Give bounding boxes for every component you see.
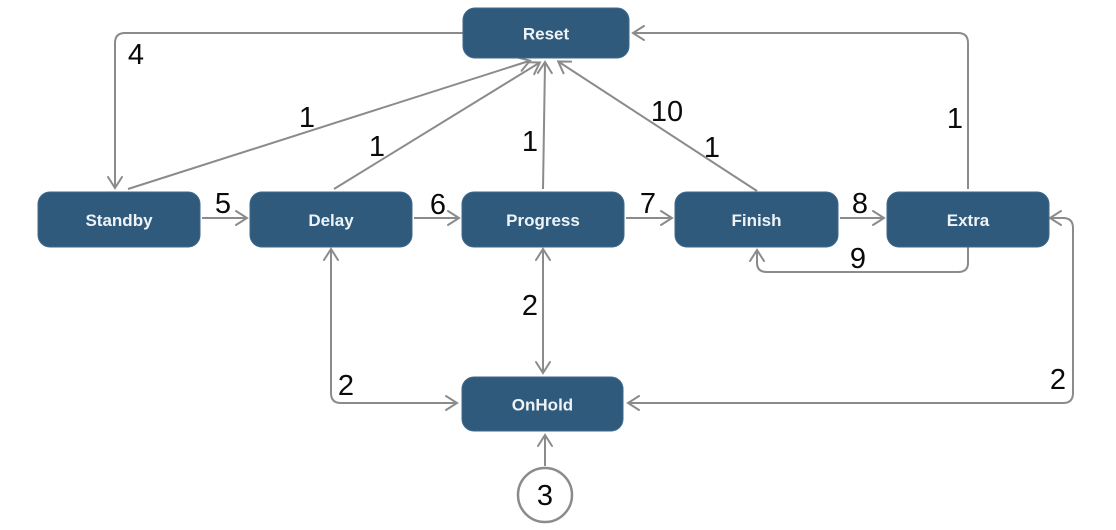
- edge-label-standby-to-delay: 5: [215, 188, 231, 220]
- edge-label-finish-to-reset: 1: [704, 132, 720, 164]
- edge-standby-to-reset: [127, 56, 532, 190]
- edge-delay-to-reset: [333, 61, 542, 190]
- edge-reset-to-standby: [107, 32, 463, 190]
- state-node-delay: Delay: [249, 191, 413, 248]
- edge-delay-onhold-bidirectional: [323, 247, 459, 411]
- state-node-rect-standby: [37, 191, 201, 248]
- edge-label-finish-to-reset: 10: [651, 96, 683, 128]
- state-node-rect-delay: [249, 191, 413, 248]
- state-node-label-progress: Progress: [506, 211, 580, 230]
- edge-label-extra-onhold-bidirectional: 2: [1050, 364, 1066, 396]
- state-node-label-delay: Delay: [308, 211, 354, 230]
- edge-label-standby-to-reset: 1: [299, 102, 315, 134]
- edge-label-delay-to-progress: 6: [430, 189, 446, 221]
- state-node-label-onhold: OnHold: [512, 396, 573, 415]
- state-node-label-finish: Finish: [731, 211, 781, 230]
- state-node-rect-onhold: [461, 376, 624, 432]
- state-node-label-standby: Standby: [85, 211, 153, 230]
- edge-label-finish-to-extra: 8: [852, 188, 868, 220]
- state-node-reset: Reset: [462, 7, 630, 59]
- state-node-rect-finish: [674, 191, 839, 248]
- edge-label-extra-to-reset: 1: [947, 103, 963, 135]
- state-node-rect-reset: [462, 7, 630, 59]
- edge-label-delay-to-reset: 1: [369, 131, 385, 163]
- start-state-circle: [516, 466, 574, 524]
- state-node-rect-progress: [461, 191, 625, 248]
- edge-label-progress-onhold-bidirectional: 2: [522, 290, 538, 322]
- edge-label-progress-to-finish: 7: [640, 188, 656, 220]
- state-node-standby: Standby: [37, 191, 201, 248]
- edge-label-progress-to-reset: 1: [522, 126, 538, 158]
- edge-progress-to-reset: [536, 60, 553, 190]
- state-node-finish: Finish: [674, 191, 839, 248]
- edge-finish-to-reset: [556, 60, 758, 192]
- state-node-label-reset: Reset: [523, 25, 570, 44]
- start-state: 3: [516, 466, 574, 524]
- edge-label-delay-onhold-bidirectional: 2: [338, 370, 354, 402]
- edge-label-reset-to-standby: 4: [128, 39, 144, 71]
- state-node-onhold: OnHold: [461, 376, 624, 432]
- edge-extra-onhold-bidirectional: [626, 210, 1074, 411]
- state-node-rect-extra: [886, 191, 1050, 248]
- state-node-label-extra: Extra: [947, 211, 990, 230]
- state-node-progress: Progress: [461, 191, 625, 248]
- edge-extra-to-reset: [631, 25, 969, 189]
- start-state-label: 3: [537, 480, 553, 512]
- edge-label-extra-to-finish: 9: [850, 243, 866, 275]
- state-node-extra: Extra: [886, 191, 1050, 248]
